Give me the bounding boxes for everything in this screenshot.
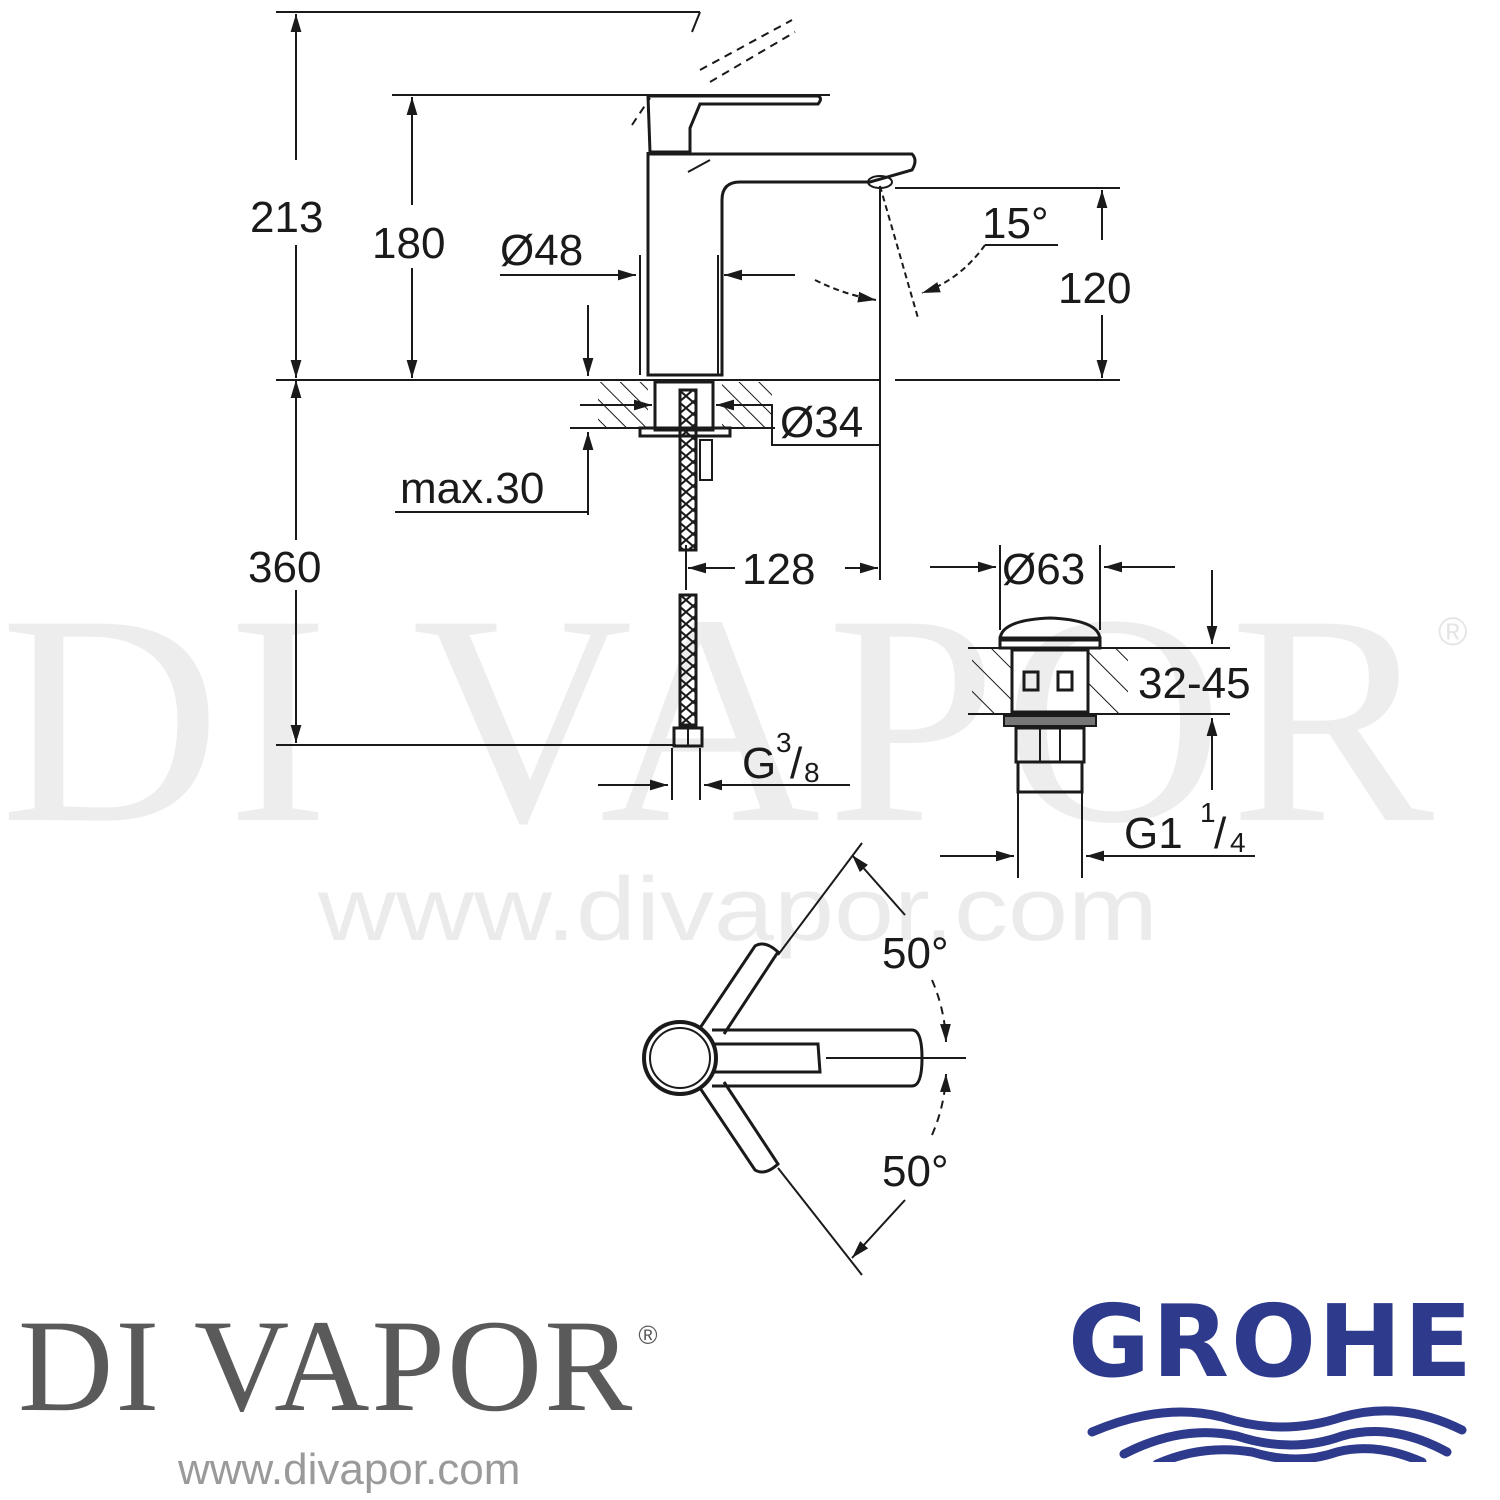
dim-body-diameter [500,255,795,375]
label-overall-height: 213 [250,193,323,242]
label-spout-angle: 15° [982,199,1049,248]
dim-spout-height [392,94,830,378]
flex-hose [672,388,713,748]
dim-max-deck [395,305,594,515]
faucet-body [631,19,917,377]
label-hose-length: 360 [248,543,321,592]
label-hose-thread-num: 3 [776,727,792,758]
label-waste-diameter: Ø63 [1002,545,1085,594]
dim-hose-thread [598,748,850,800]
deck-section [570,380,880,446]
label-waste-thread-num: 1 [1200,797,1216,828]
divapor-url: www.divapor.com [178,1445,521,1494]
watermark-brand: DI VAPOR [0,553,1440,885]
label-spout-height: 180 [372,219,445,268]
watermark-registered: ® [1438,610,1467,654]
label-hose-thread-prefix: G [742,739,776,788]
grohe-waves-icon [1087,1406,1467,1462]
label-lever-rotation-upper: 50° [882,929,949,978]
grohe-logo: GROHE [1052,1292,1490,1462]
dim-spout-angle [814,185,1058,580]
divapor-registered-mark: ® [638,1320,660,1350]
lever-plan-view [642,842,966,1276]
label-body-diameter: Ø48 [500,226,583,275]
label-lever-rotation-lower: 50° [882,1147,949,1196]
label-waste-thread-slash: / [1214,809,1227,858]
popup-waste [930,545,1255,878]
divapor-logo: DI VAPOR® [18,1300,660,1432]
label-hose-thread-den: 8 [804,757,820,788]
label-hose-thread-slash: / [790,739,803,788]
label-waste-thread-den: 4 [1230,827,1246,858]
dim-outlet-height [895,187,1120,378]
dim-overall-height [276,11,701,743]
label-outlet-height: 120 [1058,264,1131,313]
label-hole-diameter: Ø34 [780,398,863,447]
label-max-deck: max.30 [400,464,544,513]
label-waste-thread-prefix: G1 [1124,809,1183,858]
label-waste-deck-range: 32-45 [1138,659,1251,708]
grohe-logo-text: GROHE [1067,1283,1475,1400]
dim-projection [685,545,878,590]
divapor-logo-text: DI VAPOR [18,1292,635,1439]
label-projection: 128 [742,545,815,594]
